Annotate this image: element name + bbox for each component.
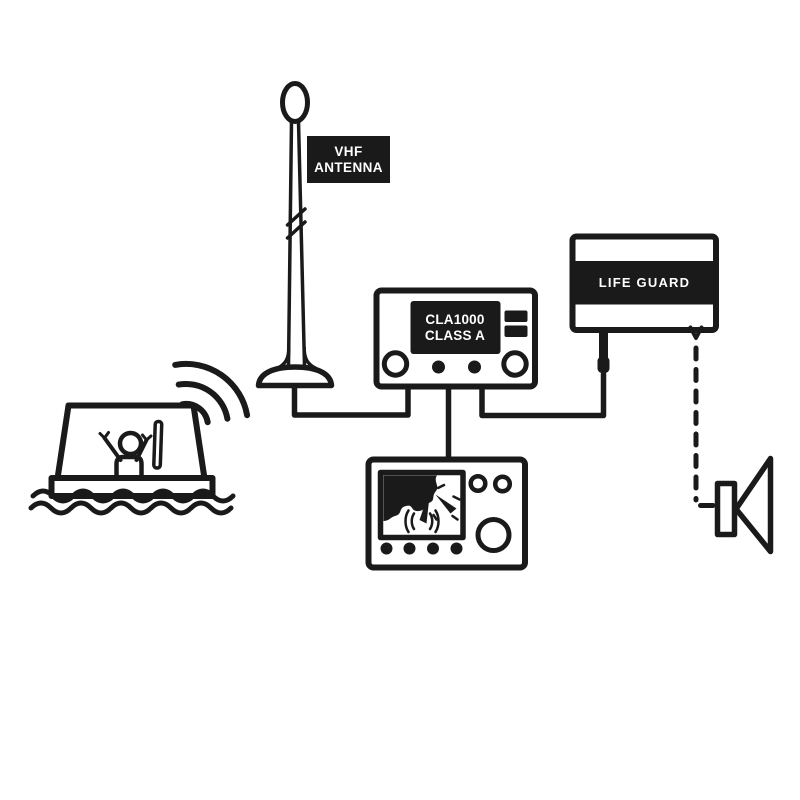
chartplotter-button: [427, 542, 439, 555]
person-head: [117, 430, 144, 457]
transceiver-button: [468, 360, 481, 374]
transceiver-screen: [410, 301, 501, 354]
chartplotter-button: [403, 542, 416, 555]
transceiver-vent-bar: [504, 325, 528, 337]
lifeguard-audio-notch: [688, 325, 704, 340]
transceiver-right-knob: [501, 350, 529, 378]
chart-own-vessel: [404, 478, 440, 534]
transceiver-button: [432, 360, 445, 374]
cable-transceiver-to-lifeguard: [479, 371, 607, 419]
vhf-antenna-label: VHF ANTENNA: [307, 136, 390, 183]
life-guard-label-text: LIFE GUARD: [598, 274, 691, 290]
lifeguard-plug-tip: [597, 356, 610, 373]
cable-antenna-to-transceiver: [291, 381, 411, 418]
life-guard-label: LIFE GUARD: [571, 261, 718, 304]
transceiver-left-knob: [381, 350, 410, 378]
transceiver-label-line1: CLA1000: [425, 311, 485, 327]
chartplotter-large-knob: [475, 517, 512, 553]
vhf-antenna-label-line2: ANTENNA: [314, 159, 383, 175]
person-left-arm: [102, 436, 123, 462]
vhf-antenna-label-line1: VHF: [334, 143, 363, 159]
transceiver-vent-bar: [504, 310, 528, 322]
chart-target-vessel: [432, 483, 461, 521]
chart-landmass: [383, 475, 438, 521]
beacon-icon: [152, 419, 164, 470]
loudspeaker-icon: [714, 455, 774, 555]
life-guard-band: [571, 261, 718, 305]
chartplotter-small-knob: [492, 474, 513, 494]
transceiver-front-panel-icon: [373, 287, 538, 390]
cables: [291, 324, 610, 466]
chartplotter-icon: [365, 456, 528, 571]
transceiver-label-line2: CLASS A: [424, 327, 486, 343]
antenna-base-dome: [255, 364, 335, 389]
person-torso: [114, 454, 144, 481]
water-waves-icon: [28, 488, 236, 516]
chartplotter-button: [450, 542, 463, 555]
person-right-arm: [134, 438, 149, 462]
vhf-antenna-icon: [255, 81, 335, 389]
life-guard-unit-icon: [569, 233, 719, 333]
antenna-tip: [280, 81, 310, 124]
speaker-horn: [733, 455, 774, 555]
speaker-driver: [714, 480, 738, 538]
person-waving-icon: [98, 430, 153, 481]
life-raft-icon: [48, 402, 216, 499]
chartplotter-button: [380, 542, 393, 555]
chartplotter-small-knob: [468, 473, 488, 494]
transceiver-screen-label: CLA1000 CLASS A: [410, 301, 500, 354]
dashed-audio-link: [688, 325, 716, 508]
